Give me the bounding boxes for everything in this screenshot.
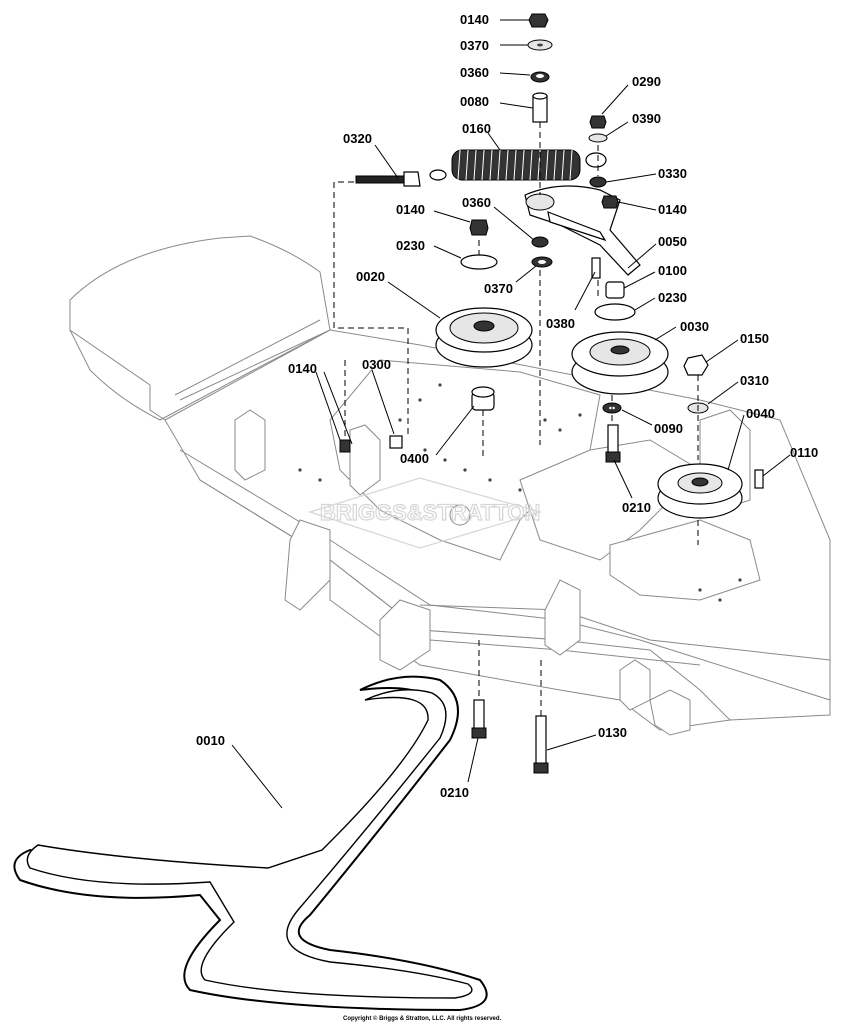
tension-spring <box>429 149 607 181</box>
callout-0390: 0390 <box>632 111 661 126</box>
callout-0130: 0130 <box>598 725 627 740</box>
top-hardware-stack <box>527 13 553 123</box>
callout-0140-right: 0140 <box>658 202 687 217</box>
callout-0370-mid: 0370 <box>484 281 513 296</box>
callout-labels: 0140 0370 0360 0080 0290 0390 0320 0160 … <box>196 12 818 800</box>
eye-bolt <box>355 171 421 187</box>
callout-0050: 0050 <box>658 234 687 249</box>
callout-0020: 0020 <box>356 269 385 284</box>
callout-0210-mid: 0210 <box>622 500 651 515</box>
left-spindle-pulley <box>435 307 533 368</box>
idler-pulley-flat <box>571 331 669 395</box>
callout-0360-mid: 0360 <box>462 195 491 210</box>
callout-0300: 0300 <box>362 357 391 372</box>
callout-0010: 0010 <box>196 733 225 748</box>
callout-0140-left: 0140 <box>288 361 317 376</box>
right-spindle-pulley <box>657 463 743 519</box>
callout-0230-left: 0230 <box>396 238 425 253</box>
callout-0140-mid: 0140 <box>396 202 425 217</box>
callout-0160: 0160 <box>462 121 491 136</box>
callout-0040: 0040 <box>746 406 775 421</box>
callout-0290: 0290 <box>632 74 661 89</box>
callout-0360-top: 0360 <box>460 65 489 80</box>
leader-lines <box>231 19 791 809</box>
watermark-text: BRIGGS&STRATTON <box>320 500 540 525</box>
callout-0080: 0080 <box>460 94 489 109</box>
callout-0140-top: 0140 <box>460 12 489 27</box>
callout-0030: 0030 <box>680 319 709 334</box>
callout-0310: 0310 <box>740 373 769 388</box>
copyright-notice: Copyright © Briggs & Stratton, LLC. All … <box>343 1015 502 1022</box>
callout-0330: 0330 <box>658 166 687 181</box>
drive-belt <box>13 675 488 1012</box>
small-hardware <box>339 115 764 774</box>
callout-0400: 0400 <box>400 451 429 466</box>
callout-0370-top: 0370 <box>460 38 489 53</box>
brand-watermark: BRIGGS&STRATTON <box>308 477 543 549</box>
callout-0090: 0090 <box>654 421 683 436</box>
callout-0100: 0100 <box>658 263 687 278</box>
assembly-lines <box>333 122 699 716</box>
callout-0110: 0110 <box>790 445 818 460</box>
callout-0210-bottom: 0210 <box>440 785 469 800</box>
callout-0320: 0320 <box>343 131 372 146</box>
callout-0150: 0150 <box>740 331 769 346</box>
callout-0380: 0380 <box>546 316 575 331</box>
callout-0230-right: 0230 <box>658 290 687 305</box>
